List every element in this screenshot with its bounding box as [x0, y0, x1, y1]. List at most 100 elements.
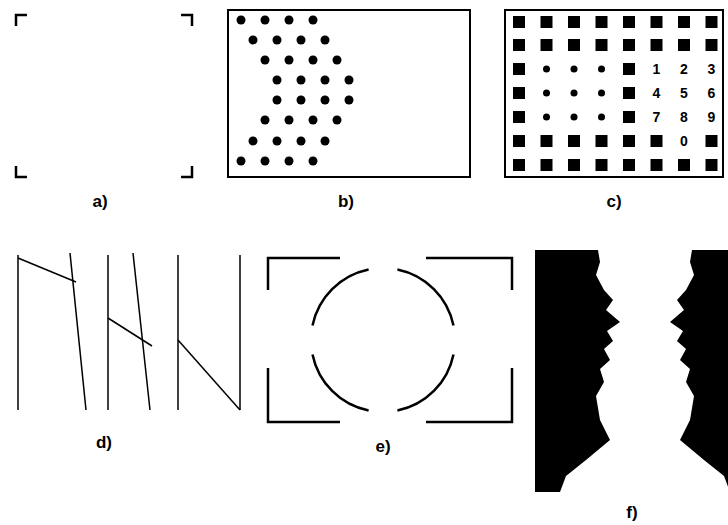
grid-dot: [543, 66, 550, 73]
grid-square: [706, 39, 718, 51]
frame-c: [505, 10, 723, 177]
grid-digit: 0: [680, 133, 688, 149]
grid-square: [623, 16, 635, 28]
grid-square: [651, 159, 663, 171]
grid-square: [541, 16, 553, 28]
dot: [261, 157, 270, 166]
panel-label: e): [375, 437, 390, 457]
grid-square: [596, 16, 608, 28]
dot: [309, 157, 318, 166]
grid-dot: [543, 114, 550, 121]
grid-square: [623, 135, 635, 147]
grid-digit: 5: [680, 85, 688, 101]
grid-dot: [543, 90, 550, 97]
grid-square: [513, 111, 525, 123]
dot: [273, 36, 282, 45]
grid-square: [513, 16, 525, 28]
grid-dot: [598, 66, 605, 73]
grid-square: [513, 87, 525, 99]
grid-square: [513, 39, 525, 51]
grid-square: [568, 159, 580, 171]
grid-square: [678, 16, 690, 28]
dot: [321, 76, 330, 85]
dot: [321, 36, 330, 45]
grid-square: [706, 16, 718, 28]
dot: [333, 116, 342, 125]
grid-digit: 1: [653, 61, 661, 77]
dot: [261, 56, 270, 65]
grid-square: [651, 135, 663, 147]
line-illusion-d: [18, 253, 240, 410]
square-grid: [513, 16, 718, 171]
grid-digit: 6: [708, 85, 716, 101]
dot: [273, 96, 282, 105]
panel-label: a): [92, 192, 107, 212]
grid-square: [623, 63, 635, 75]
panel-label: d): [96, 433, 112, 453]
grid-square: [651, 16, 663, 28]
grid-square: [706, 159, 718, 171]
grid-square: [678, 159, 690, 171]
dot: [297, 36, 306, 45]
grid-square: [596, 39, 608, 51]
grid-square: [623, 39, 635, 51]
grid-square: [541, 135, 553, 147]
panel-label: b): [338, 192, 354, 212]
dot: [273, 137, 282, 146]
grid-square: [706, 135, 718, 147]
grid-digit: 7: [653, 109, 661, 125]
grid-dot: [598, 90, 605, 97]
dot: [261, 16, 270, 25]
dot: [321, 137, 330, 146]
dot: [297, 76, 306, 85]
grid-dot: [598, 114, 605, 121]
grid-dot: [571, 90, 578, 97]
grid-digit: 8: [680, 109, 688, 125]
grid-square: [513, 159, 525, 171]
grid-square: [541, 159, 553, 171]
dot: [237, 16, 246, 25]
dot: [249, 137, 258, 146]
subjective-contour-e: [268, 258, 512, 422]
dot: [345, 96, 354, 105]
grid-dot: [571, 114, 578, 121]
dot: [297, 96, 306, 105]
grid-digit: 3: [708, 61, 716, 77]
dot: [237, 157, 246, 166]
dot: [309, 116, 318, 125]
dot: [309, 56, 318, 65]
grid-square: [651, 39, 663, 51]
dot: [285, 16, 294, 25]
grid-square: [623, 87, 635, 99]
dot: [285, 116, 294, 125]
grid-square: [596, 135, 608, 147]
grid-digit: 2: [680, 61, 688, 77]
dot: [285, 56, 294, 65]
grid-square: [513, 135, 525, 147]
grid-square: [513, 63, 525, 75]
panel-label: f): [626, 503, 637, 523]
grid-square: [568, 16, 580, 28]
grid-square: [678, 39, 690, 51]
grid-square: [623, 111, 635, 123]
dot: [345, 76, 354, 85]
grid-square: [541, 39, 553, 51]
dot: [249, 36, 258, 45]
dot: [333, 56, 342, 65]
grid-square: [568, 39, 580, 51]
panel-label: c): [606, 192, 621, 212]
dot: [321, 96, 330, 105]
corner-brackets-a: [16, 15, 192, 177]
dot: [285, 157, 294, 166]
dot: [297, 137, 306, 146]
grid-digit: 9: [708, 109, 716, 125]
face-vase-f: [535, 250, 728, 492]
grid-square: [623, 159, 635, 171]
frame-b: [228, 10, 470, 177]
dot-chevron: [237, 16, 354, 166]
dot: [309, 16, 318, 25]
grid-square: [596, 159, 608, 171]
dot: [261, 116, 270, 125]
grid-dot: [571, 66, 578, 73]
